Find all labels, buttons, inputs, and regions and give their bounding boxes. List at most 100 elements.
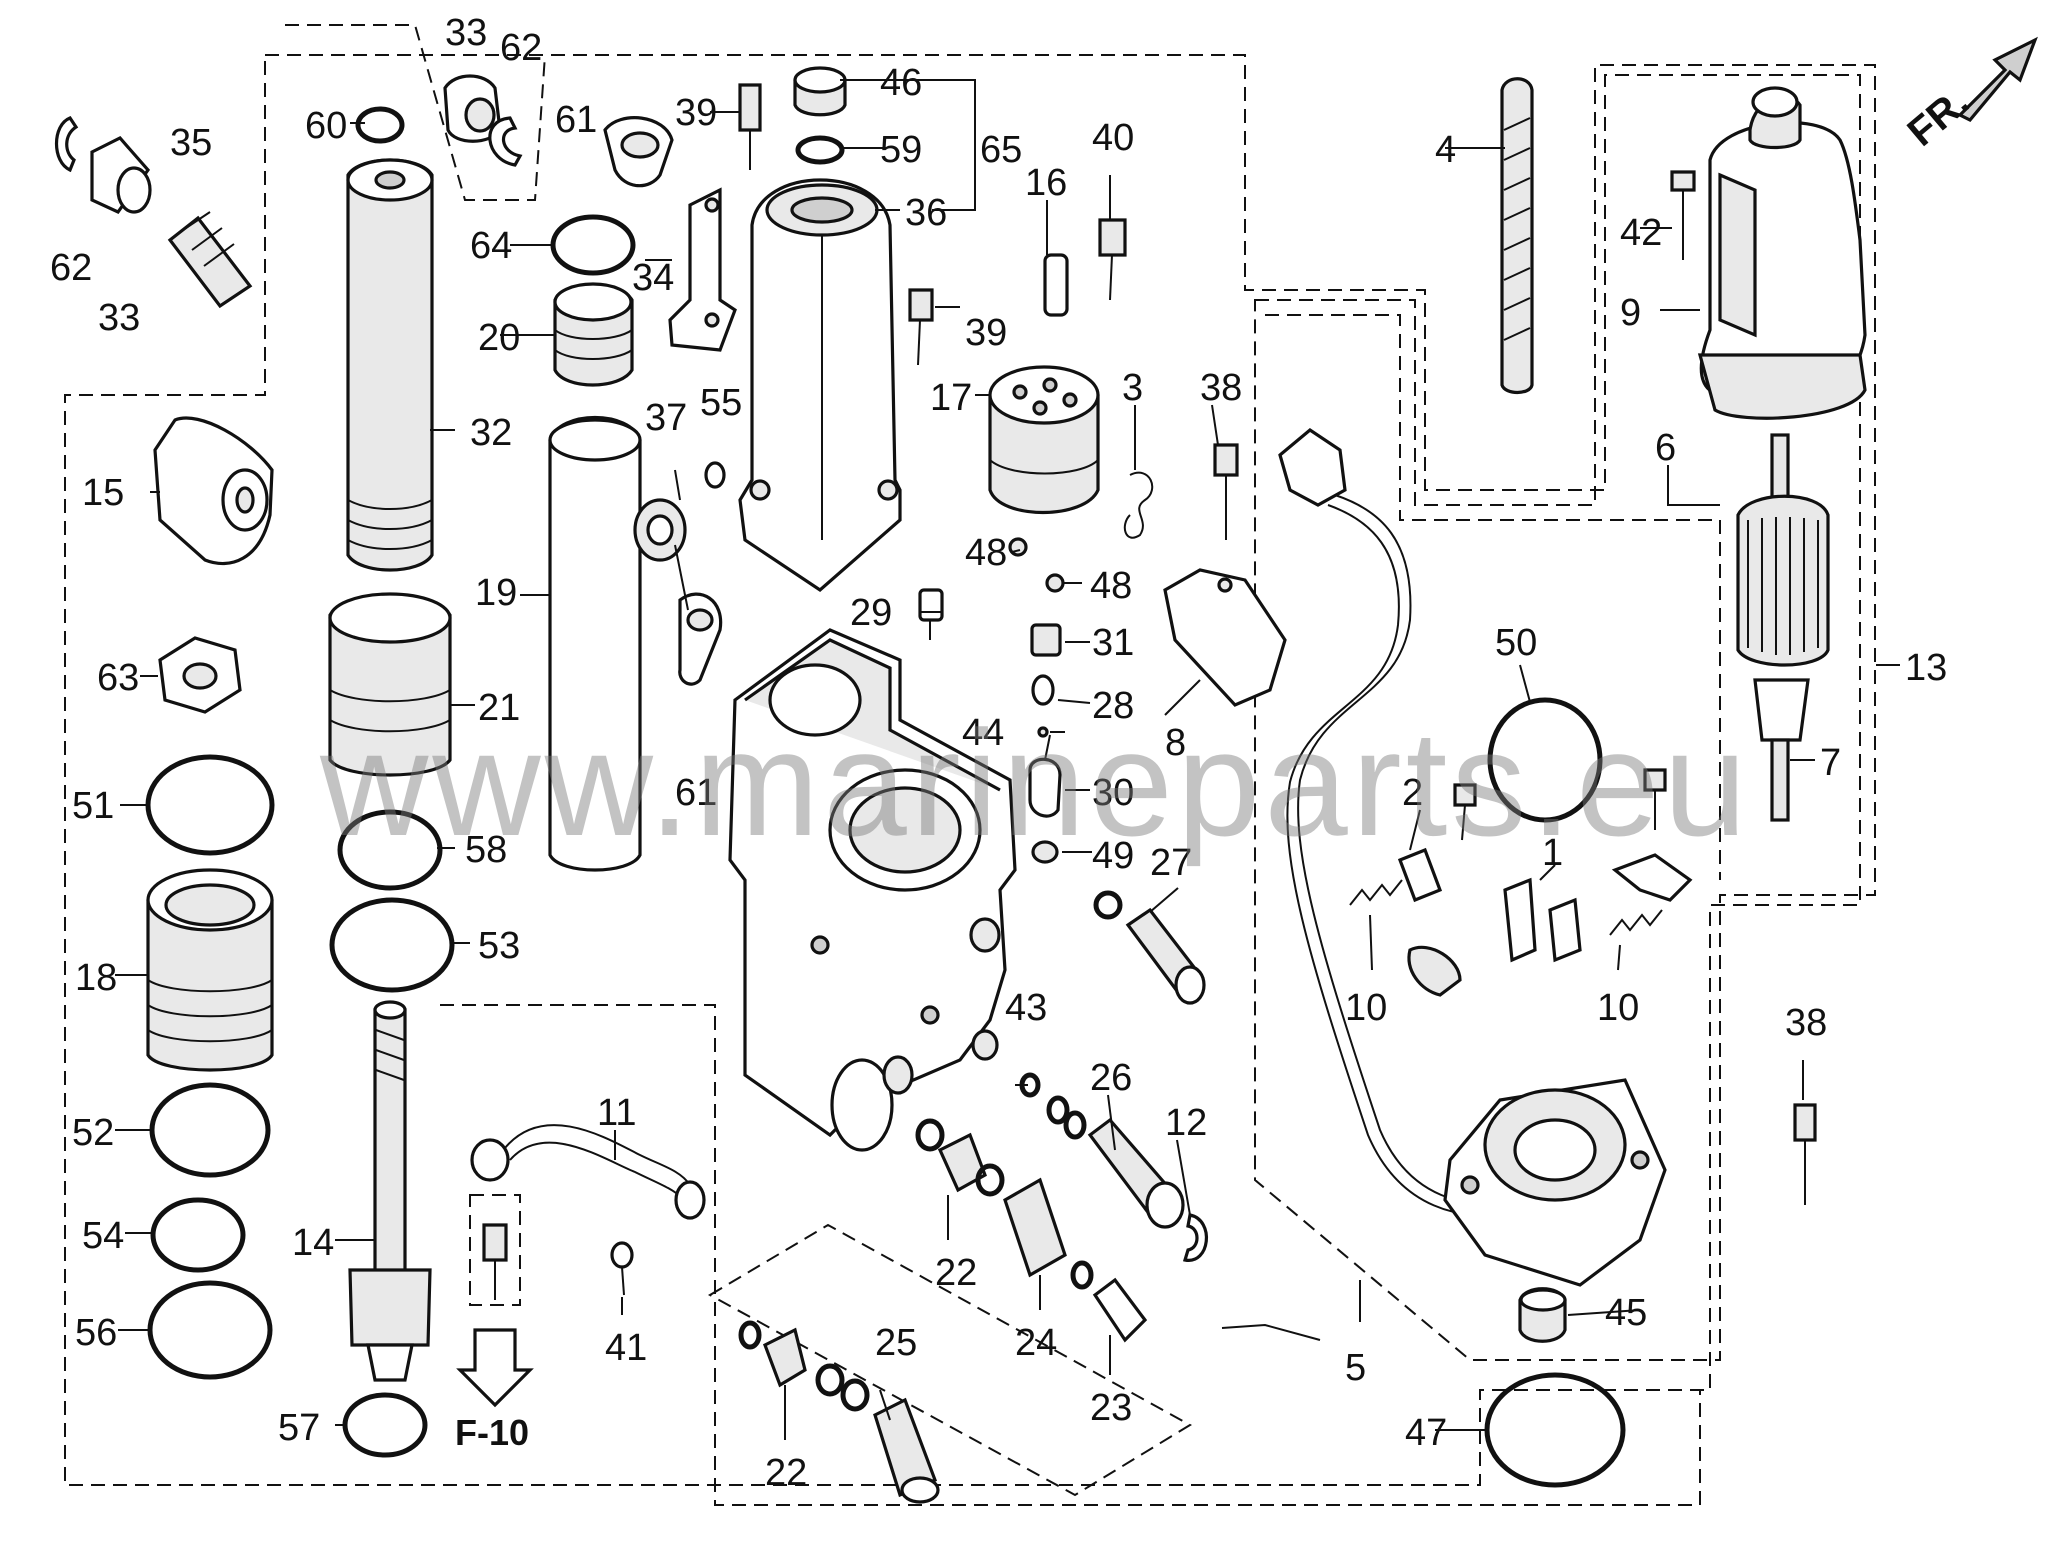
part-63-nut [158, 636, 242, 714]
part-20-gland [553, 282, 634, 387]
part-24-spring-valve [975, 1163, 1094, 1290]
part-18-cylinder-head [146, 868, 274, 1072]
part-brush-right [1611, 853, 1693, 902]
callout-15: 15 [82, 472, 124, 514]
callout-32: 32 [470, 412, 512, 454]
callout-18: 18 [75, 957, 117, 999]
callout-64: 64 [470, 225, 512, 267]
callout-10-right: 10 [1597, 987, 1639, 1029]
callout-31: 31 [1092, 622, 1134, 664]
part-10-spring-left [1349, 879, 1403, 906]
part-55-washer [704, 461, 726, 489]
lower-valve-group-outline [707, 1223, 1192, 1497]
callout-12: 12 [1165, 1102, 1207, 1144]
callout-28: 28 [1092, 685, 1134, 727]
part-38-bolt-upper [1213, 443, 1239, 540]
part-40-bolt [1098, 218, 1127, 301]
callout-11: 11 [597, 1092, 636, 1134]
callout-20: 20 [478, 317, 520, 359]
callout-24: 24 [1015, 1322, 1057, 1364]
part-3-spring [1123, 471, 1154, 539]
callout-41: 41 [605, 1327, 647, 1369]
part-41-screw [610, 1241, 634, 1296]
callout-57: 57 [278, 1407, 320, 1449]
callout-51: 51 [72, 785, 114, 827]
callout-48-left: 48 [965, 532, 1007, 574]
part-62-clip-left [55, 116, 79, 173]
part-22-check-valve-upper [915, 1118, 987, 1193]
part-61-clamp-lower [678, 592, 723, 686]
part-26-valve-spool [1087, 1117, 1185, 1229]
watermark: www.marineparts.eu [319, 699, 1751, 867]
callout-49: 49 [1092, 835, 1134, 877]
part-60-o-ring [355, 106, 405, 144]
callout-50: 50 [1495, 622, 1537, 664]
callout-37: 37 [645, 397, 687, 439]
part-14-piston-rod [348, 1000, 432, 1382]
callout-13: 13 [1905, 647, 1947, 689]
callout-55: 55 [700, 382, 742, 424]
callout-36: 36 [905, 192, 947, 234]
part-9-motor-housing [1697, 86, 1867, 420]
part-27-valve [1093, 890, 1206, 1005]
callout-10-left: 10 [1345, 987, 1387, 1029]
callout-14: 14 [292, 1222, 334, 1264]
part-11-ground-cable [470, 1124, 706, 1220]
part-64-o-ring [550, 214, 636, 276]
direction-label: FR. [1900, 80, 1978, 155]
part-34-bracket [668, 187, 737, 352]
callout-43: 43 [1005, 987, 1047, 1029]
callout-26: 26 [1090, 1057, 1132, 1099]
callout-27: 27 [1150, 842, 1192, 884]
callout-33-left: 33 [98, 297, 140, 339]
motor-end-frame [1443, 1078, 1667, 1287]
small-screws-brush [1453, 768, 1667, 841]
part-12-circlip [1182, 1213, 1208, 1262]
callout-29: 29 [850, 592, 892, 634]
reference-label: F-10 [455, 1412, 529, 1453]
callout-9: 9 [1620, 292, 1641, 334]
part-38-bolt-lower [1793, 1103, 1817, 1205]
callout-6: 6 [1655, 427, 1676, 469]
callout-61-lower: 61 [675, 772, 717, 814]
part-1-brush-holder [1503, 877, 1582, 963]
callout-62-top: 62 [500, 27, 542, 69]
part-21-piston [328, 592, 452, 777]
callout-52: 52 [72, 1112, 114, 1154]
callout-34: 34 [632, 257, 674, 299]
part-4-cable-tie [1500, 77, 1534, 395]
callout-56: 56 [75, 1312, 117, 1354]
callout-1: 1 [1542, 832, 1563, 874]
part-8-cover [1163, 568, 1287, 707]
part-33-bushing-top [443, 74, 502, 143]
part-19-tube [548, 415, 642, 872]
callout-38-upper: 38 [1200, 367, 1242, 409]
callout-4: 4 [1435, 129, 1456, 171]
callout-25: 25 [875, 1322, 917, 1364]
part-62-clip-top [488, 116, 523, 167]
part-2-brush-left [1397, 847, 1462, 997]
part-15-cap [153, 416, 274, 566]
callout-33-top: 33 [445, 12, 487, 54]
callout-65: 65 [980, 129, 1022, 171]
callout-19: 19 [475, 572, 517, 614]
part-42-screw [1670, 170, 1696, 260]
motor-wire-harness [1278, 428, 1511, 1216]
part-25-plug [815, 1363, 940, 1504]
callout-47: 47 [1405, 1412, 1447, 1454]
callout-17: 17 [930, 377, 972, 419]
part-22-check-valve-lower [738, 1320, 807, 1388]
callout-53: 53 [478, 925, 520, 967]
callout-7: 7 [1820, 742, 1841, 784]
part-46-cap [793, 66, 847, 117]
part-17-valve-block [988, 365, 1100, 514]
callout-58: 58 [465, 829, 507, 871]
callout-54: 54 [82, 1215, 124, 1257]
callout-35: 35 [170, 122, 212, 164]
callout-8: 8 [1165, 722, 1186, 764]
callout-60: 60 [305, 105, 347, 147]
callout-numbers: 1 2 3 4 5 6 7 8 9 10 10 11 12 13 14 15 1… [50, 12, 1947, 1494]
callout-45: 45 [1605, 1292, 1647, 1334]
callout-61-top: 61 [555, 99, 597, 141]
